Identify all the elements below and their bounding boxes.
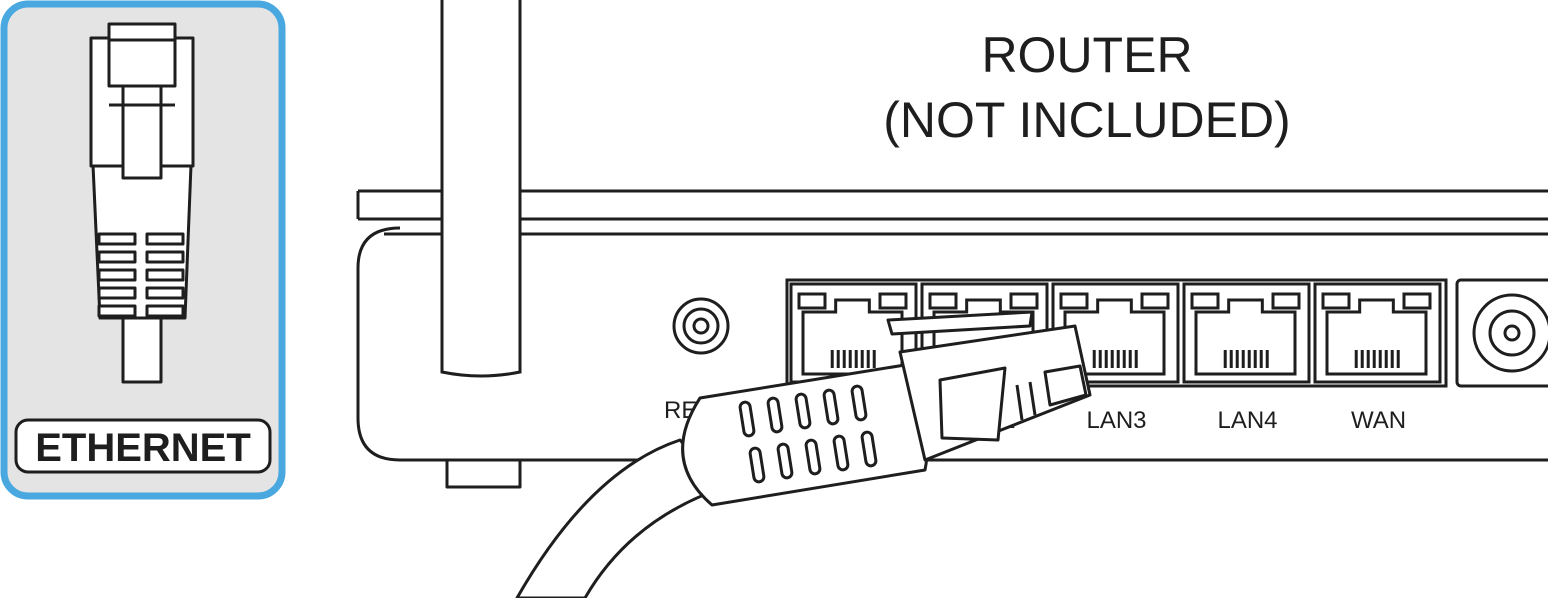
ethernet-port-lan4	[1182, 282, 1311, 384]
port-contact	[1098, 350, 1102, 368]
port-contact	[1116, 350, 1120, 368]
port-contact	[1241, 350, 1245, 368]
port-label-lan4: LAN4	[1217, 407, 1277, 434]
port-contact	[1384, 350, 1388, 368]
port-contact	[872, 350, 876, 368]
ethernet-label-box	[14, 418, 272, 474]
port-contact	[830, 350, 834, 368]
ethernet-cable-icon	[515, 310, 1092, 598]
port-contact	[1360, 350, 1364, 368]
port-contact	[1390, 350, 1394, 368]
router-subtitle: (NOT INCLUDED)	[883, 92, 1290, 148]
ethernet-inset: ETHERNET	[0, 0, 286, 500]
port-contact	[1104, 350, 1108, 368]
ethernet-plug-icon	[89, 22, 195, 384]
port-contact	[1372, 350, 1376, 368]
port-contact	[854, 350, 858, 368]
power-jack	[1455, 278, 1548, 388]
port-contact	[1128, 350, 1132, 368]
port-contact	[1396, 350, 1400, 368]
antenna	[440, 0, 522, 378]
port-contact	[1235, 350, 1239, 368]
ethernet-port-lan3	[1051, 282, 1180, 384]
reset-button	[672, 297, 730, 355]
port-contact	[1092, 350, 1096, 368]
router-title: ROUTER	[981, 27, 1192, 83]
ethernet-port-wan	[1313, 282, 1442, 384]
port-contact	[836, 350, 840, 368]
port-contact	[1223, 350, 1227, 368]
port-label-lan3: LAN3	[1086, 407, 1146, 434]
ethernet-label: ETHERNET	[35, 426, 251, 470]
port-contact	[1253, 350, 1257, 368]
port-panel: LAN1LAN2LAN3LAN4WAN	[785, 278, 1448, 434]
port-contact	[1247, 350, 1251, 368]
port-contact	[1265, 350, 1269, 368]
port-contact	[1229, 350, 1233, 368]
port-contact	[866, 350, 870, 368]
router-body	[356, 189, 1548, 489]
port-label-wan: WAN	[1351, 407, 1406, 434]
port-contact	[1259, 350, 1263, 368]
port-contact	[1366, 350, 1370, 368]
port-contact	[1378, 350, 1382, 368]
port-contact	[1354, 350, 1358, 368]
port-contact	[1110, 350, 1114, 368]
ethernet-port-lan1	[789, 282, 918, 384]
port-contact	[1122, 350, 1126, 368]
port-contact	[1134, 350, 1138, 368]
port-contact	[860, 350, 864, 368]
port-contact	[848, 350, 852, 368]
port-contact	[842, 350, 846, 368]
